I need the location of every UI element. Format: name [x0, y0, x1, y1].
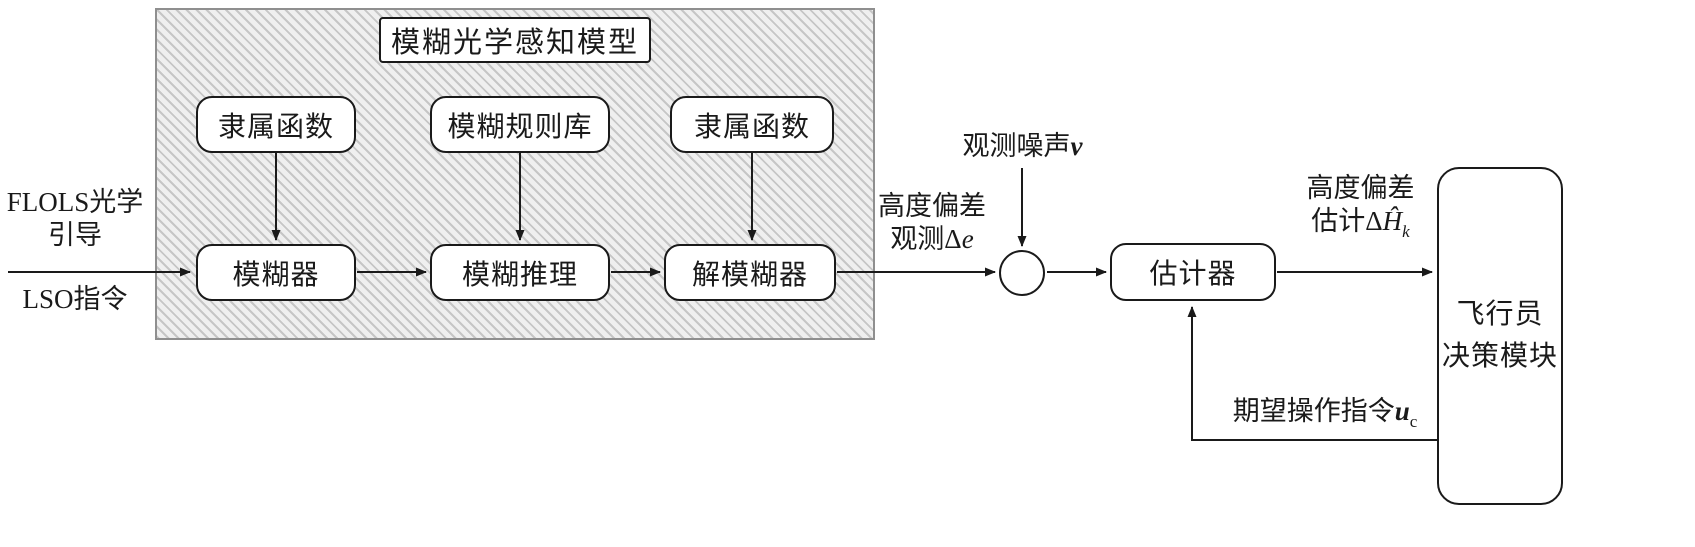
- fuzzy-inference-box: 模糊推理: [430, 244, 610, 301]
- fuzzifier-label: 模糊器: [232, 259, 320, 291]
- input-label-guidance: 引导: [48, 220, 102, 250]
- estimate-label-line1: 高度偏差: [1306, 173, 1415, 203]
- defuzzifier-label: 解模糊器: [691, 259, 808, 291]
- model-title-box: 模糊光学感知模型: [379, 17, 651, 63]
- model-title: 模糊光学感知模型: [390, 27, 639, 59]
- fuzzifier-box: 模糊器: [196, 244, 356, 301]
- membership-function-right-label: 隶属函数: [693, 111, 810, 143]
- observation-label-line1: 高度偏差: [878, 191, 986, 221]
- membership-function-right-box: 隶属函数: [670, 96, 834, 153]
- estimator-label: 估计器: [1149, 259, 1237, 290]
- membership-function-left-label: 隶属函数: [217, 111, 334, 143]
- fuzzy-inference-label: 模糊推理: [461, 259, 578, 291]
- noise-label: 观测噪声v: [962, 131, 1083, 161]
- estimate-label: 高度偏差 估计ΔĤk: [1288, 172, 1433, 248]
- input-label-flols: FLOLS光学: [6, 187, 144, 217]
- feedback-pilot-to-estimator: [1187, 306, 1437, 441]
- defuzzifier-box: 解模糊器: [664, 244, 836, 301]
- fuzzy-rule-base-box: 模糊规则库: [430, 96, 610, 153]
- observation-label: 高度偏差 观测Δe: [862, 190, 1002, 256]
- summing-junction: [999, 250, 1045, 296]
- estimate-label-line2: 估计ΔĤk: [1311, 206, 1410, 241]
- input-label-top: FLOLS光学 引导: [0, 186, 150, 252]
- membership-function-left-box: 隶属函数: [196, 96, 356, 153]
- fuzzy-rule-base-label: 模糊规则库: [447, 111, 593, 143]
- estimator-box: 估计器: [1110, 243, 1276, 301]
- pilot-decision-module-box: 飞行员 决策模块: [1437, 167, 1563, 505]
- observation-label-line2: 观测Δe: [890, 224, 974, 254]
- input-label-lso: LSO指令: [22, 284, 128, 314]
- pilot-label-line2: 决策模块: [1441, 341, 1558, 372]
- pilot-label-line1: 飞行员: [1456, 299, 1544, 330]
- feedback-label: 期望操作指令uc: [1232, 396, 1418, 431]
